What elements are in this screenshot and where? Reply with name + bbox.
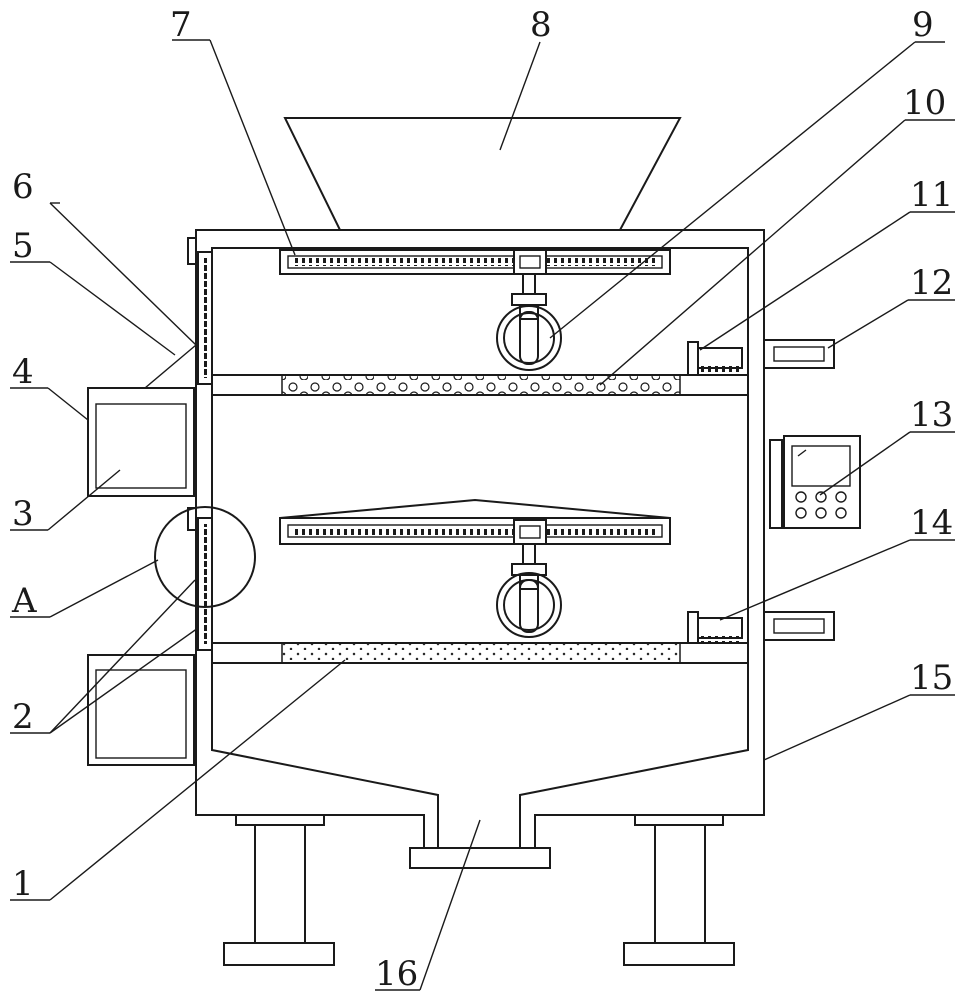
leader-lines bbox=[10, 39, 955, 991]
control-panel bbox=[769, 435, 861, 529]
upper-side-box bbox=[87, 387, 195, 497]
label-1: 1 bbox=[12, 864, 34, 904]
label-15: 15 bbox=[910, 658, 953, 698]
lower-screen bbox=[281, 642, 681, 664]
upper-screen bbox=[281, 374, 681, 396]
detail-circle-a bbox=[154, 506, 256, 608]
lower-rail bbox=[279, 498, 671, 545]
upper-door bbox=[187, 237, 213, 385]
lower-wheel bbox=[496, 543, 562, 638]
upper-motor bbox=[687, 341, 743, 376]
right-leg bbox=[623, 814, 735, 966]
housing bbox=[195, 229, 765, 869]
label-2: 2 bbox=[12, 697, 34, 737]
label-5: 5 bbox=[12, 226, 34, 266]
upper-wheel bbox=[496, 273, 562, 371]
lower-side-box bbox=[87, 654, 195, 766]
label-7: 7 bbox=[170, 5, 192, 45]
label-14: 14 bbox=[910, 503, 953, 543]
label-13: 13 bbox=[910, 395, 953, 435]
label-4: 4 bbox=[12, 352, 34, 392]
right-upper-fitting bbox=[763, 339, 835, 369]
upper-rail bbox=[279, 249, 671, 275]
label-6: 6 bbox=[12, 167, 34, 207]
label-8: 8 bbox=[530, 5, 552, 45]
label-16: 16 bbox=[375, 954, 418, 994]
lower-motor bbox=[687, 611, 743, 644]
label-10: 10 bbox=[903, 83, 946, 123]
hopper bbox=[283, 117, 682, 231]
label-3: 3 bbox=[12, 494, 34, 534]
label-9: 9 bbox=[912, 5, 934, 45]
right-lower-fitting bbox=[763, 611, 835, 641]
label-12: 12 bbox=[910, 263, 953, 303]
label-11: 11 bbox=[910, 175, 953, 215]
lower-door bbox=[187, 507, 213, 651]
left-leg bbox=[223, 814, 335, 966]
label-a: A bbox=[11, 581, 37, 621]
